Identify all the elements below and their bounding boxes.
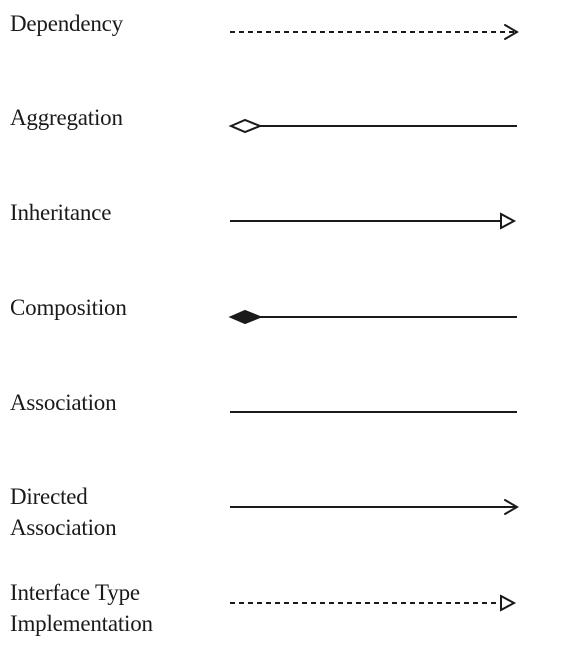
legend-label: Aggregation bbox=[10, 105, 123, 130]
legend-label: Dependency bbox=[10, 11, 123, 36]
hollow-triangle-marker bbox=[500, 212, 517, 230]
aggregation-connector bbox=[228, 118, 517, 134]
open-arrowhead-marker bbox=[504, 499, 519, 515]
hollow-diamond-marker bbox=[228, 118, 263, 134]
filled-diamond-marker bbox=[228, 309, 263, 325]
legend-label: Association bbox=[10, 390, 117, 415]
association-connector bbox=[230, 411, 517, 413]
legend-label: Inheritance bbox=[10, 200, 112, 225]
inheritance-connector bbox=[230, 212, 517, 230]
legend-label: Directed Association bbox=[10, 484, 117, 540]
open-arrowhead-marker bbox=[504, 24, 519, 40]
directed-association-connector bbox=[230, 499, 519, 515]
legend-label: Composition bbox=[10, 295, 127, 320]
hollow-triangle-marker bbox=[500, 594, 517, 612]
legend-label: Interface Type Implementation bbox=[10, 580, 153, 636]
interface-type-implementation-connector bbox=[230, 594, 517, 612]
composition-connector bbox=[228, 309, 517, 325]
dependency-connector bbox=[230, 24, 519, 40]
